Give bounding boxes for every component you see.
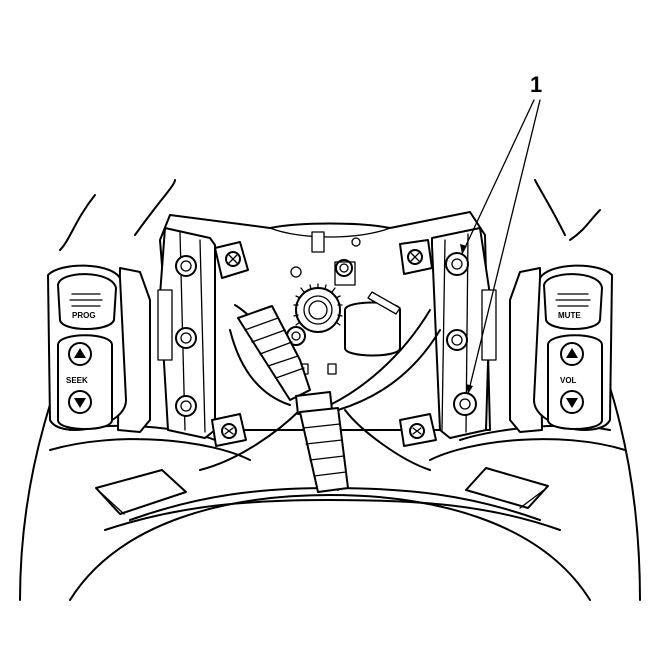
mute-button[interactable]: [543, 273, 603, 330]
vol-button-label: VOL: [560, 376, 577, 385]
triangle-down-icon: [566, 398, 578, 408]
triangle-up-icon: [566, 348, 578, 358]
callout-label: 1: [530, 72, 542, 97]
right-radio-control-switch: MUTE VOL: [509, 264, 613, 433]
wiring-harness: [199, 304, 441, 493]
left-switch-bracket: [157, 227, 249, 447]
callout-1: 1: [460, 72, 542, 395]
triangle-down-icon: [74, 398, 86, 408]
seek-button-label: SEEK: [66, 376, 88, 385]
right-switch-bracket: [399, 227, 497, 447]
switch-mounting-screw-upper: [445, 252, 469, 276]
triangle-up-icon: [74, 348, 86, 358]
leader-line-lower: [467, 99, 541, 395]
prog-button-label: PROG: [72, 311, 96, 320]
lower-cover-tabs: [95, 467, 549, 515]
mute-button-label: MUTE: [558, 311, 581, 320]
left-radio-control-switch: PROG SEEK: [47, 264, 151, 433]
prog-button[interactable]: [57, 273, 117, 330]
leader-line-upper: [461, 99, 535, 255]
switch-mounting-screw-lower: [453, 392, 477, 416]
